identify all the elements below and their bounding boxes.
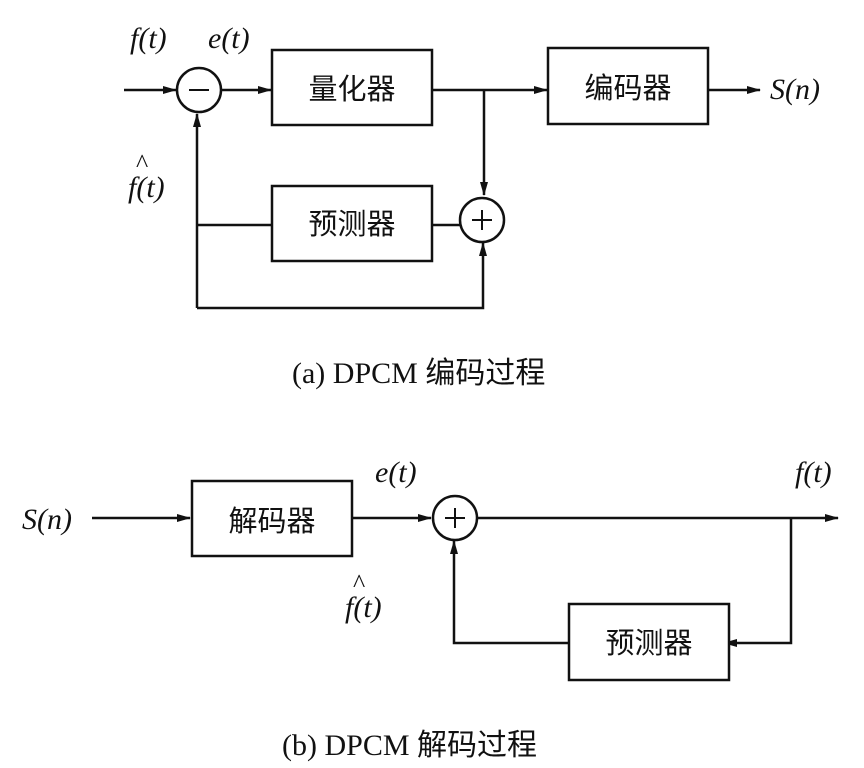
decoder-prediction-label: f(t) — [345, 591, 382, 624]
decoder-input-label: S(n) — [22, 503, 72, 536]
encoder-caption: (a) DPCM 编码过程 — [292, 357, 545, 390]
encoder-error-label: e(t) — [208, 22, 250, 55]
encoder-box-label: 编码器 — [584, 71, 671, 105]
decoder-box-label: 解码器 — [228, 504, 315, 538]
decoder-diagram: S(n) 解码器 e(t) f(t) 预测器 f(t) ^ (b) DPCM 解… — [22, 456, 839, 762]
prediction-feedback-arrow — [450, 540, 569, 645]
quantizer-label: 量化器 — [308, 72, 395, 106]
hat-icon: ^ — [136, 149, 148, 178]
encoder-box — [546, 46, 710, 126]
loop-to-adder-arrow — [197, 242, 487, 310]
decoder-output-label: f(t) — [795, 456, 832, 489]
hat-icon: ^ — [353, 569, 365, 598]
encoder-output-label: S(n) — [770, 73, 820, 106]
decoder-box — [190, 479, 354, 558]
encoder-input-label: f(t) — [130, 22, 167, 55]
encoder-prediction-label: f(t) — [128, 171, 165, 204]
branch-to-predictor-arrow — [723, 518, 793, 647]
decoder-caption: (b) DPCM 解码过程 — [282, 729, 537, 762]
encoder-predictor-label: 预测器 — [308, 207, 395, 241]
decoder-predictor-label: 预测器 — [605, 626, 692, 660]
encoder-predictor-box — [270, 184, 434, 263]
quantizer-box — [270, 48, 434, 127]
decoder-error-label: e(t) — [375, 456, 417, 489]
encoder-diagram: 量化器 编码器 S(n) 预测器 f(t) e(t) f(t) ^ (a) DP… — [124, 22, 820, 390]
